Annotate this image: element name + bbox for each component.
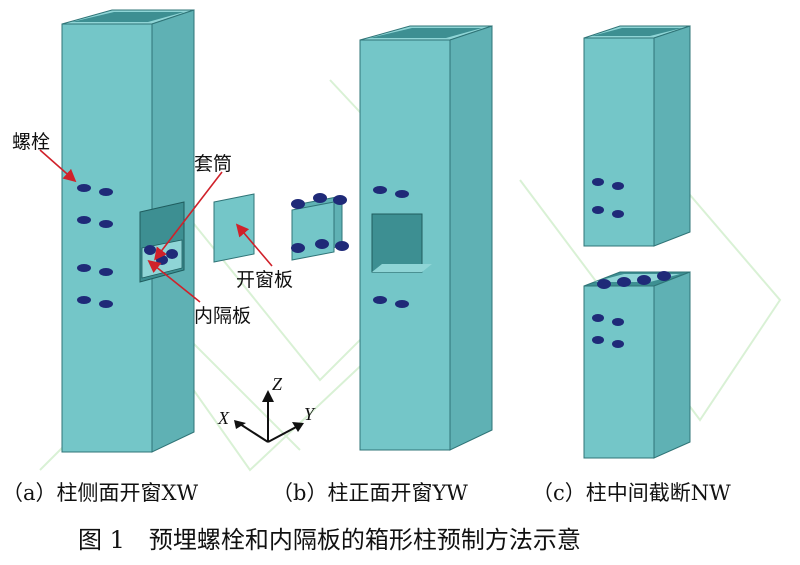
bolt-icon xyxy=(612,340,624,348)
column-c-lower-side xyxy=(653,271,691,459)
bolt-icon xyxy=(395,300,409,308)
window-plate xyxy=(213,193,255,263)
column-a-front xyxy=(61,23,153,453)
axis-y-arrow-icon xyxy=(292,422,304,432)
arrow-inner-diaphragm xyxy=(147,260,201,303)
bolts-a xyxy=(77,184,178,308)
axis-y xyxy=(267,425,299,443)
column-a-top-inner xyxy=(72,12,184,22)
bolt-icon xyxy=(99,220,113,228)
bolt-icon xyxy=(612,318,624,326)
bolt-icon xyxy=(291,243,305,253)
bolt-icon xyxy=(99,300,113,308)
bolt-icon xyxy=(99,188,113,196)
bolt-icon xyxy=(612,210,624,218)
axis-x xyxy=(239,423,269,443)
column-c-lower xyxy=(583,271,691,459)
label-window-plate: 开窗板 xyxy=(236,269,293,291)
callouts xyxy=(39,149,273,303)
bolt-icon xyxy=(99,268,113,276)
label-bolt: 螺栓 xyxy=(12,131,50,153)
bolt-icon xyxy=(144,245,156,255)
bolt-icon xyxy=(373,186,387,194)
bolt-icon xyxy=(637,275,651,285)
bolt-icon xyxy=(592,314,604,322)
column-c-lower-front xyxy=(583,285,655,459)
bolt-icon xyxy=(315,239,329,249)
axis-x-arrow-icon xyxy=(234,420,246,429)
column-b-top-inner xyxy=(370,28,482,38)
bolt-icon xyxy=(77,296,91,304)
bolt-icon xyxy=(77,264,91,272)
bolt-icon xyxy=(612,182,624,190)
bolt-icon xyxy=(166,249,178,259)
bolt-icon xyxy=(373,296,387,304)
axis-z-label: Z xyxy=(272,374,283,394)
caption-c: （c）柱中间截断NW xyxy=(532,481,731,505)
bolt-icon xyxy=(592,178,604,186)
arrow-bolt xyxy=(39,149,77,183)
bolt-icon xyxy=(597,279,611,289)
bolt-icon xyxy=(313,193,327,203)
column-a xyxy=(61,9,195,453)
column-b xyxy=(359,25,493,451)
column-b-window-floor xyxy=(372,264,432,272)
bolt-icon xyxy=(77,216,91,224)
bolt-icon xyxy=(592,206,604,214)
bolt-icon xyxy=(657,271,671,281)
bolt-icon xyxy=(77,184,91,192)
axis-y-label: Y xyxy=(304,404,316,424)
loose-diaphragm-assembly xyxy=(291,193,349,261)
figure-caption: 图 1 预埋螺栓和内隔板的箱形柱预制方法示意 xyxy=(78,526,581,554)
axis-z-arrow-icon xyxy=(262,390,274,402)
bolt-icon xyxy=(617,277,631,287)
column-c-upper-side xyxy=(653,25,691,247)
bolt-icon xyxy=(335,241,349,251)
bolt-icon xyxy=(592,336,604,344)
bolt-icon xyxy=(291,199,305,209)
label-inner-diaphragm: 内隔板 xyxy=(194,305,251,327)
column-c-upper-top-inner xyxy=(592,28,682,36)
column-b-side xyxy=(449,25,493,451)
axis-x-label: X xyxy=(217,408,230,428)
arrow-sleeve xyxy=(154,171,223,261)
caption-a: （a）柱侧面开窗XW xyxy=(2,481,198,505)
bolt-icon xyxy=(333,195,347,205)
arrow-window-plate xyxy=(235,223,273,267)
bolt-icon xyxy=(395,190,409,198)
label-sleeve: 套筒 xyxy=(194,153,232,175)
caption-b: （b）柱正面开窗YW xyxy=(272,481,468,505)
axes xyxy=(234,390,304,443)
column-b-front-window xyxy=(371,213,423,273)
column-c-upper xyxy=(583,25,691,247)
